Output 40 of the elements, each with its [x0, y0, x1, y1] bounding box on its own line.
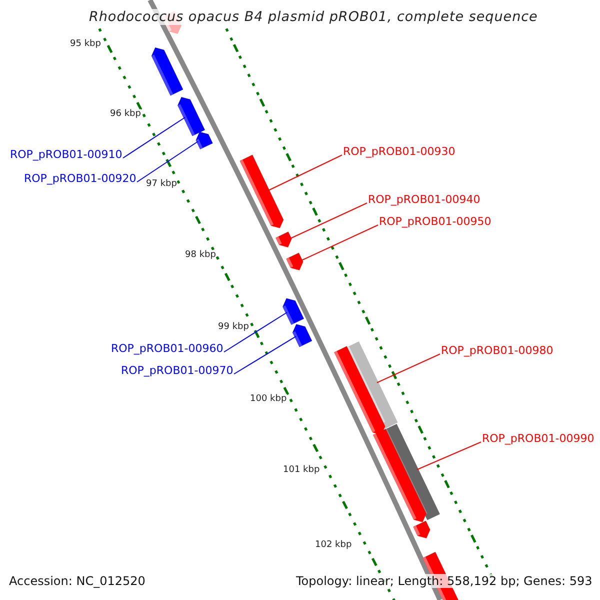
scale-label: 102 kbp — [315, 540, 352, 550]
gene-label: ROP_pROB01-00950 — [379, 215, 492, 228]
gene-label: ROP_pROB01-00980 — [441, 344, 554, 357]
gene-block — [276, 232, 292, 248]
gene-label: ROP_pROB01-00920 — [24, 172, 136, 185]
gene-block — [178, 96, 205, 136]
gene-label: ROP_pROB01-00970 — [121, 364, 234, 377]
gene-block — [292, 324, 312, 347]
leader-line — [376, 354, 440, 384]
leader-line — [224, 312, 288, 352]
leader-line — [122, 116, 186, 158]
gene-label: ROP_pROB01-00990 — [482, 432, 594, 445]
gene-label: ROP_pROB01-00960 — [111, 342, 224, 355]
gene-block — [334, 346, 386, 435]
accession-text: Accession: NC_012520 — [9, 574, 146, 588]
leader-line — [267, 154, 342, 192]
gene-block — [286, 252, 304, 270]
scale-label: 101 kbp — [283, 465, 320, 475]
scale-label: 95 kbp — [70, 39, 101, 49]
gene-block — [151, 47, 184, 96]
leader-line — [136, 140, 199, 182]
gene-block — [413, 520, 430, 538]
sequence-info-text: Topology: linear; Length: 558,192 bp; Genes: 593 — [296, 574, 592, 588]
leader-line — [300, 224, 378, 262]
gene-label: ROP_pROB01-00910 — [10, 148, 122, 161]
scale-label: 100 kbp — [250, 394, 287, 404]
gene-block — [373, 428, 426, 522]
gene-block — [240, 154, 284, 228]
gene-label: ROP_pROB01-00940 — [368, 193, 480, 206]
scale-label: 99 kbp — [218, 322, 249, 332]
scale-label: 97 kbp — [146, 179, 177, 189]
scale-label: 98 kbp — [185, 250, 216, 260]
leader-line — [289, 202, 368, 240]
gene-block — [282, 298, 304, 325]
leader-line — [416, 442, 482, 470]
gene-label: ROP_pROB01-00930 — [343, 145, 456, 158]
title: Rhodococcus opacus B4 plasmid pROB01, complete sequence — [89, 9, 538, 25]
leader-line — [234, 336, 297, 374]
gene-block — [196, 132, 213, 150]
scale-label: 96 kbp — [110, 109, 141, 119]
